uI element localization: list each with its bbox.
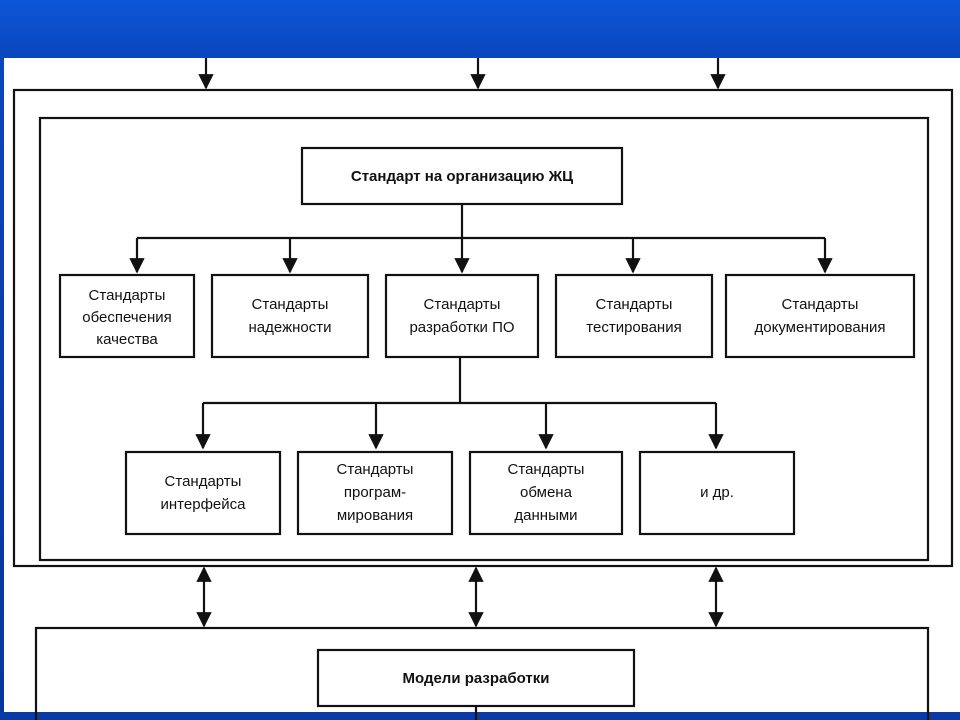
box-label: надежности xyxy=(249,319,332,336)
box-label: тестирования xyxy=(586,319,681,336)
box-label: обмена xyxy=(520,484,573,501)
box-label: обеспечения xyxy=(82,309,172,326)
box-label: Стандарты xyxy=(337,461,414,478)
box-label: Стандарты xyxy=(165,473,242,490)
software-development-standards-box: Стандарты разработки ПО xyxy=(384,273,540,359)
documentation-standards-box: Стандарты документирования xyxy=(724,273,916,359)
box-label: данными xyxy=(514,507,577,524)
box-label: Стандарты xyxy=(508,461,585,478)
box-label: интерфейса xyxy=(161,496,247,513)
box-label: мирования xyxy=(337,507,413,524)
box-label: програм- xyxy=(344,484,406,501)
box-label: Стандарты xyxy=(89,287,166,304)
box-label: документирования xyxy=(755,319,886,336)
other-standards-box: и др. xyxy=(638,450,796,536)
inner-frame xyxy=(38,116,930,562)
interface-standards-box: Стандарты интерфейса xyxy=(124,450,282,536)
reliability-standards-box: Стандарты надежности xyxy=(210,273,370,359)
box-label: разработки ПО xyxy=(409,319,514,336)
data-exchange-standards-box: Стандарты обмена данными xyxy=(468,450,624,536)
box-label: Стандарты xyxy=(782,296,859,313)
box-label: и др. xyxy=(700,484,734,501)
top-standard-label: Стандарт на организацию ЖЦ xyxy=(351,168,573,185)
top-standard-box: Стандарт на организацию ЖЦ xyxy=(300,146,624,206)
quality-standards-box: Стандарты обеспечения качества xyxy=(58,273,196,359)
slide-header-band xyxy=(0,0,960,58)
programming-standards-box: Стандарты програм- мирования xyxy=(296,450,454,536)
box-label: качества xyxy=(96,331,158,348)
development-models-box: Модели разработки xyxy=(316,648,636,708)
testing-standards-box: Стандарты тестирования xyxy=(554,273,714,359)
bottom-frame xyxy=(34,626,930,720)
box-label: Стандарты xyxy=(252,296,329,313)
development-models-label: Модели разработки xyxy=(402,670,549,687)
slide-bottom-band xyxy=(0,712,960,720)
box-label: Стандарты xyxy=(596,296,673,313)
box-label: Стандарты xyxy=(424,296,501,313)
outer-frame xyxy=(12,88,954,568)
